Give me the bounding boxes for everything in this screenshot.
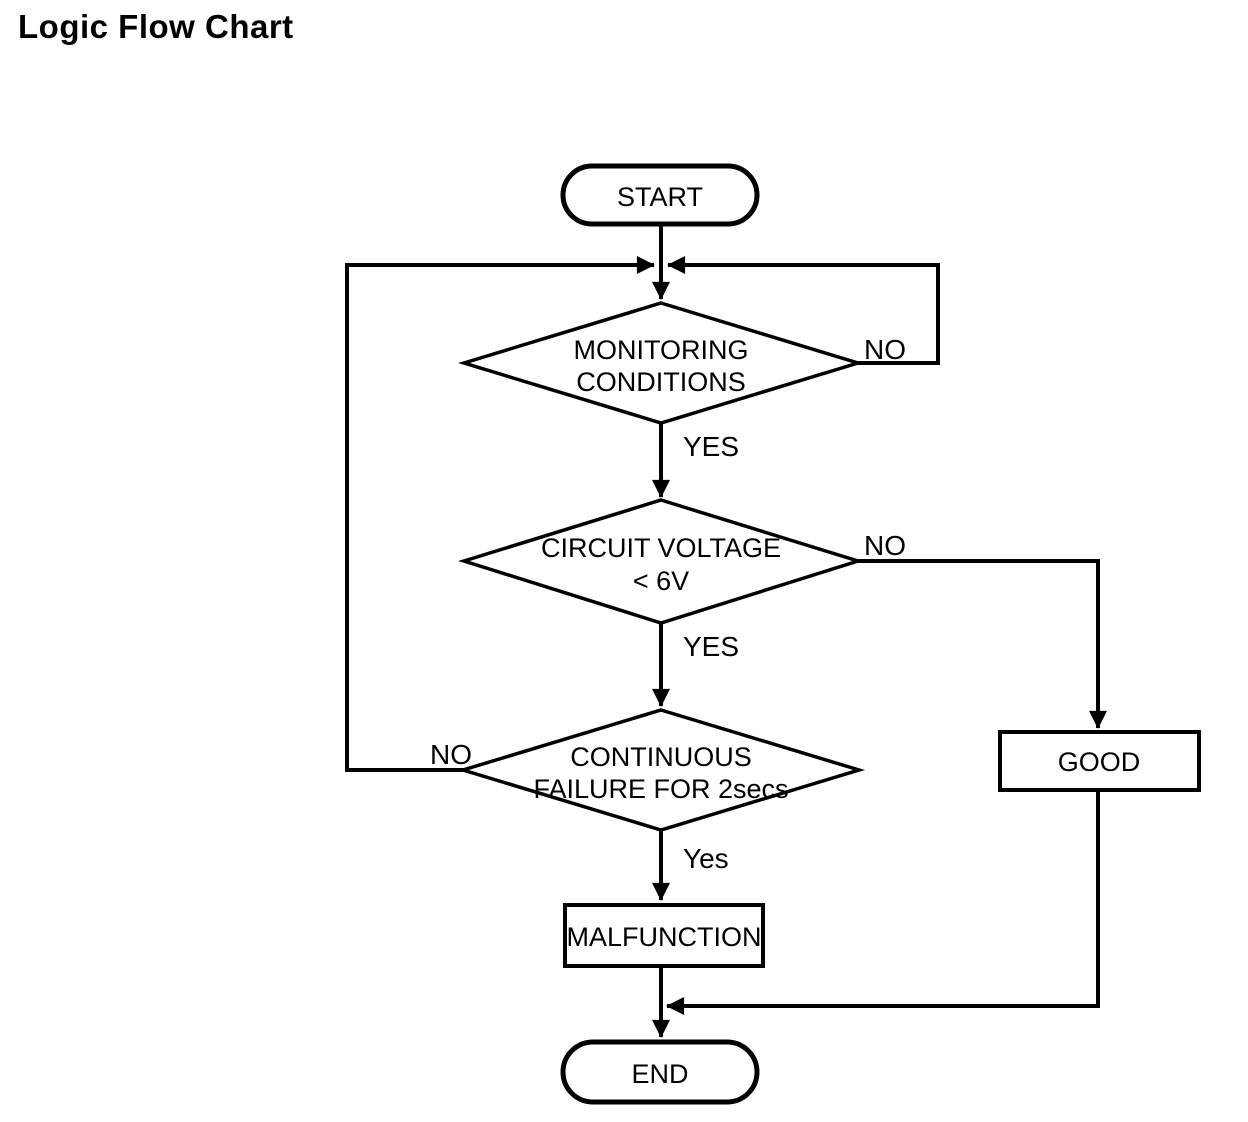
monitoring-label-line1: MONITORING [574,335,749,365]
end-label: END [631,1059,688,1089]
continuous-failure-decision: CONTINUOUS FAILURE FOR 2secs [456,708,866,832]
edge-continuous-no-return-loop [345,256,655,772]
voltage-no-label: NO [864,530,906,561]
start-node: START [560,163,760,227]
page-title: Logic Flow Chart [18,8,294,45]
edge-good-merge-to-end [666,790,1100,1015]
monitoring-conditions-decision: MONITORING CONDITIONS [457,301,865,425]
circuit-voltage-decision: CIRCUIT VOLTAGE < 6V [458,498,864,625]
good-node: GOOD [998,730,1201,792]
edge-monitoring-no-loop [667,256,940,365]
continuous-label-line1: CONTINUOUS [570,742,752,772]
voltage-yes-label: YES [683,631,739,662]
monitoring-label-line2: CONDITIONS [576,367,746,397]
end-node: END [560,1039,760,1105]
malfunction-node: MALFUNCTION [563,903,765,968]
start-label: START [617,182,703,212]
voltage-label-line2: < 6V [633,566,689,596]
continuous-yes-label: Yes [683,843,729,874]
voltage-label-line1: CIRCUIT VOLTAGE [541,533,781,563]
monitoring-no-label: NO [864,334,906,365]
continuous-no-label: NO [430,739,472,770]
continuous-label-line2: FAILURE FOR 2secs [533,774,788,804]
malfunction-label: MALFUNCTION [567,922,762,952]
monitoring-yes-label: YES [683,431,739,462]
edge-voltage-no-to-good [858,559,1107,729]
good-label: GOOD [1058,747,1141,777]
